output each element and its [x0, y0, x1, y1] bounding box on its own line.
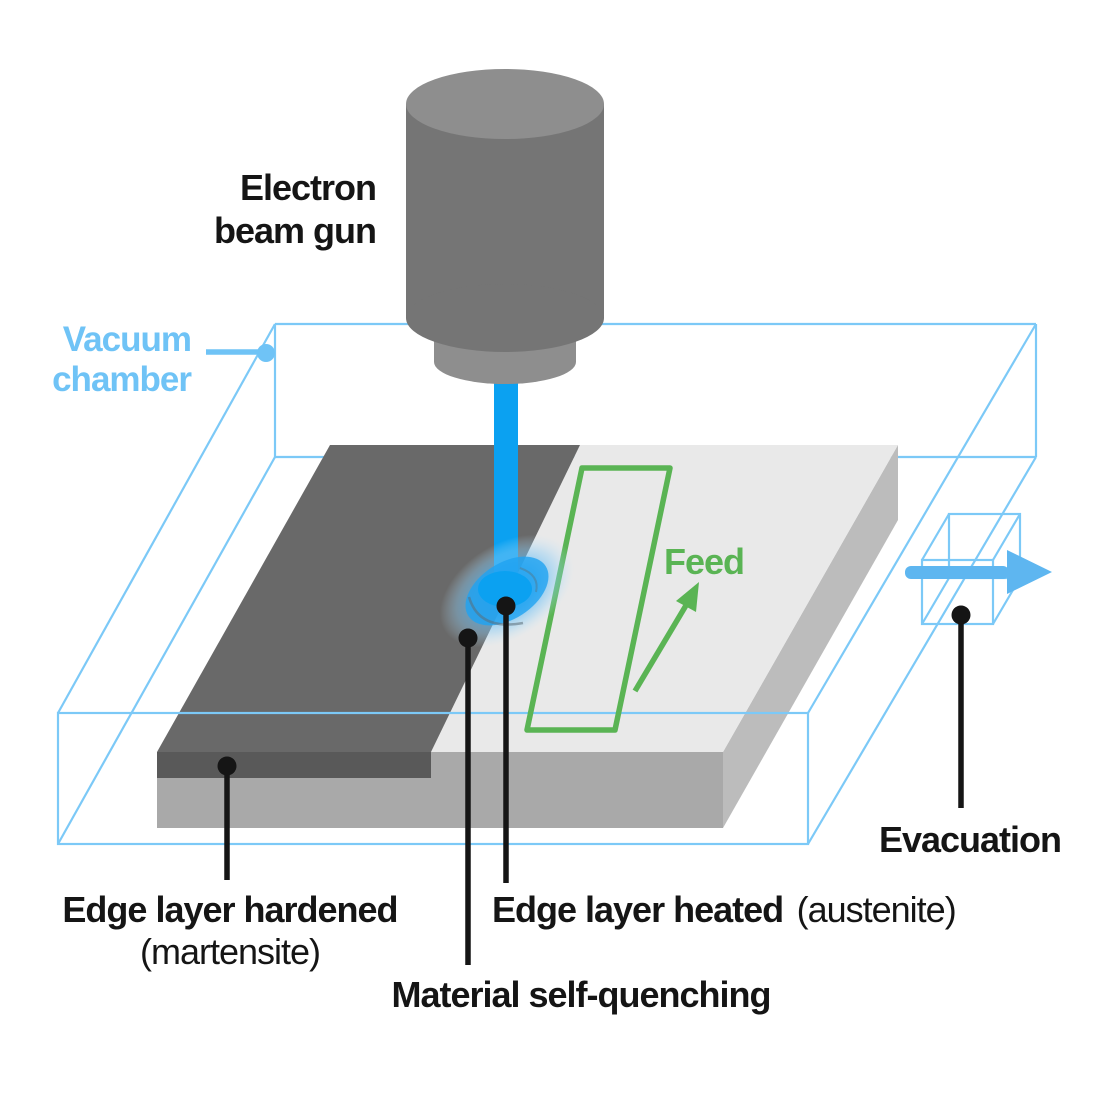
workpiece-top-hardened	[157, 445, 580, 752]
evacuation-port-edge	[921, 513, 950, 561]
austenite-label: (austenite)	[797, 889, 956, 930]
electron-beam-gun-label-line1: Electron	[240, 167, 376, 208]
feed-arrow-shaft	[632, 595, 694, 693]
evacuation-port-edge	[992, 513, 1021, 561]
edge-layer-hardened-label: Edge layer hardened	[62, 889, 397, 930]
evacuation-arrow-icon	[905, 550, 1052, 594]
evacuation-arrow-shaft	[905, 566, 1009, 579]
feed-arrow-head	[676, 582, 699, 612]
hardened-leader-dot	[217, 756, 237, 776]
evacuation-port-front-face	[920, 558, 995, 626]
evacuation-leader-dot	[951, 605, 971, 625]
workpiece-side-face	[723, 445, 898, 828]
chamber-right-bottom-edge	[807, 456, 1037, 845]
edge-layer-heated-label-main: Edge layer heated	[492, 889, 783, 930]
evacuation-label: Evacuation	[879, 819, 1061, 860]
melt-pool-swirl	[519, 567, 538, 593]
vacuum-chamber-label-line1: Vacuum	[63, 320, 191, 359]
material-self-quenching-label: Material self-quenching	[391, 974, 770, 1015]
chamber-left-bottom-edge	[57, 456, 276, 845]
electron-beam-gun-body	[406, 104, 604, 352]
edge-layer-heated-label: Edge layer heated (austenite)	[492, 889, 956, 930]
leader-lines	[206, 344, 971, 965]
feed-path	[524, 465, 699, 733]
self-quenching-leader-dot	[458, 628, 478, 648]
chamber-front-face-outline	[56, 711, 810, 846]
melt-pool-swirl	[467, 596, 524, 626]
evacuation-port-edge	[921, 577, 950, 625]
evacuation-arrow-head	[1007, 550, 1052, 594]
electron-beam-gun-label-line2: beam gun	[214, 210, 376, 251]
vacuum-chamber-leader-dot	[257, 344, 275, 362]
beam-glow-core	[478, 571, 532, 607]
workpiece	[157, 445, 898, 828]
electron-beam-gun	[406, 69, 604, 384]
heated-leader-dot	[496, 596, 516, 616]
chamber-left-top-edge	[57, 323, 276, 714]
chamber-right-top-edge	[807, 323, 1037, 714]
beam-impact-glow	[439, 534, 575, 648]
feed-path-outline	[524, 465, 673, 733]
electron-beam-gun-cap	[406, 69, 604, 139]
workpiece-top-unhardened	[431, 445, 898, 752]
hardened-layer-front-edge	[157, 752, 431, 778]
martensite-label: (martensite)	[140, 931, 320, 972]
gun-nozzle-bottom	[434, 340, 576, 384]
vacuum-chamber-label-line2: chamber	[52, 360, 192, 399]
gun-body-cylinder	[406, 104, 604, 318]
vacuum-chamber-wireframe	[56, 322, 1038, 846]
feed-label: Feed	[664, 541, 744, 582]
gun-body-bottom	[406, 284, 604, 352]
